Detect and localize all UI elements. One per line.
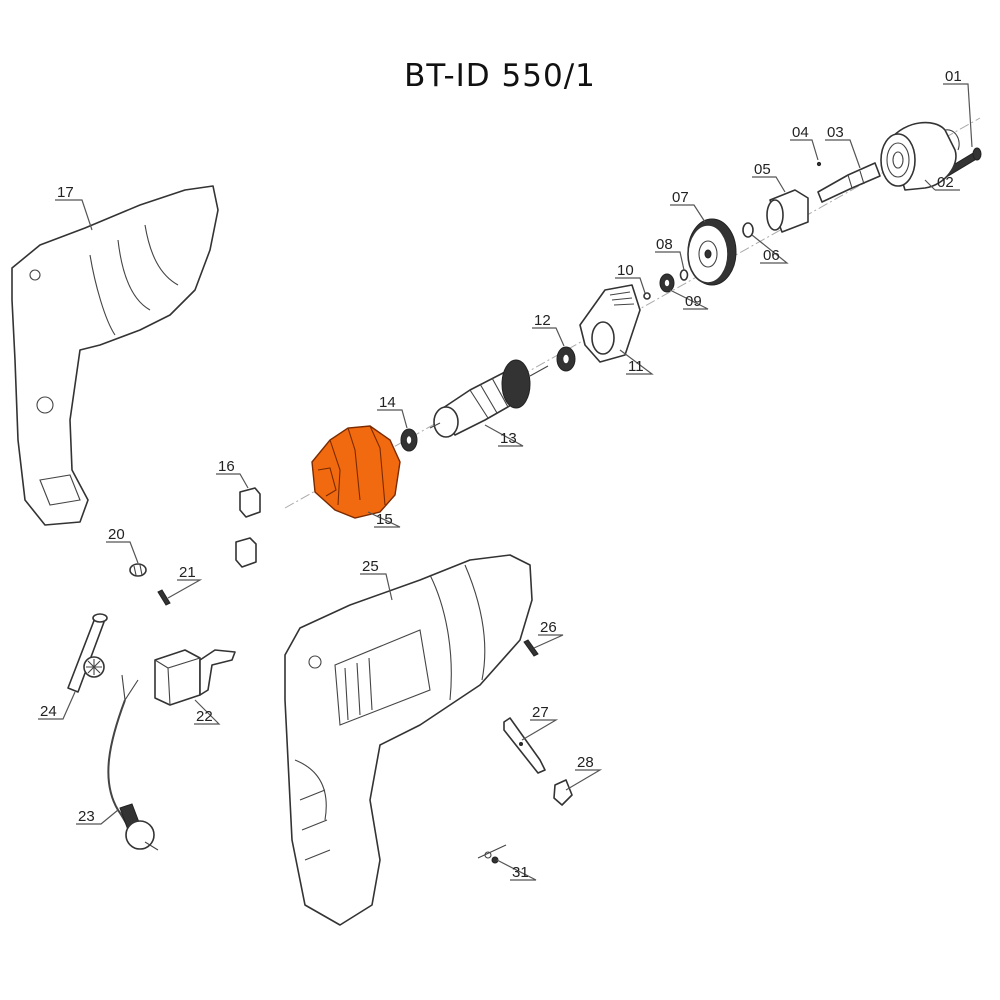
label-12: 12 bbox=[534, 312, 551, 329]
label-20: 20 bbox=[108, 526, 125, 543]
label-27: 27 bbox=[532, 704, 549, 721]
label-14: 14 bbox=[379, 394, 396, 411]
part-21-screw[interactable] bbox=[157, 589, 171, 606]
part-07-gear[interactable] bbox=[687, 218, 737, 286]
part-24-cord-protector[interactable] bbox=[67, 613, 108, 693]
label-22: 22 bbox=[196, 708, 213, 725]
part-04-ball[interactable] bbox=[816, 161, 822, 167]
label-07: 07 bbox=[672, 189, 689, 206]
part-25-housing-right[interactable] bbox=[284, 554, 533, 926]
part-13-armature[interactable] bbox=[429, 359, 549, 438]
label-01: 01 bbox=[945, 68, 962, 85]
part-12-bearing[interactable] bbox=[556, 346, 576, 372]
label-24: 24 bbox=[40, 703, 57, 720]
part-15-stator-highlighted[interactable] bbox=[311, 425, 401, 519]
label-10: 10 bbox=[617, 262, 634, 279]
part-06-washer[interactable] bbox=[742, 222, 754, 238]
part-08-ring[interactable] bbox=[679, 269, 689, 281]
part-14-bearing[interactable] bbox=[400, 428, 418, 452]
label-02: 02 bbox=[937, 174, 954, 191]
label-06: 06 bbox=[763, 247, 780, 264]
label-09: 09 bbox=[685, 293, 702, 310]
part-17-housing-left[interactable] bbox=[11, 185, 219, 526]
label-13: 13 bbox=[500, 430, 517, 447]
leader-lines bbox=[38, 83, 973, 881]
part-22-switch[interactable] bbox=[154, 649, 236, 706]
label-21: 21 bbox=[179, 564, 196, 581]
part-20-nut[interactable] bbox=[129, 563, 147, 577]
part-labels: 01 02 03 04 05 06 07 08 09 10 11 12 13 1… bbox=[40, 68, 962, 881]
label-11: 11 bbox=[628, 358, 644, 375]
part-31-spring[interactable] bbox=[477, 844, 507, 864]
diagram-title: BT-ID 550/1 bbox=[404, 58, 596, 94]
label-04: 04 bbox=[792, 124, 809, 141]
part-11-gear-housing[interactable] bbox=[579, 284, 641, 363]
part-26-screw[interactable] bbox=[523, 639, 539, 657]
label-25: 25 bbox=[362, 558, 379, 575]
label-17: 17 bbox=[57, 184, 74, 201]
part-27-lever[interactable] bbox=[503, 717, 546, 774]
part-05-sleeve[interactable] bbox=[766, 189, 809, 233]
part-28-clip[interactable] bbox=[553, 779, 573, 806]
part-03-spindle[interactable] bbox=[817, 162, 881, 203]
label-16: 16 bbox=[218, 458, 235, 475]
part-09-bearing[interactable] bbox=[659, 273, 675, 293]
label-08: 08 bbox=[656, 236, 673, 253]
label-23: 23 bbox=[78, 808, 95, 825]
label-15: 15 bbox=[376, 511, 393, 528]
part-16-carbon-brush[interactable] bbox=[235, 487, 261, 568]
part-23-power-cord[interactable] bbox=[107, 674, 159, 851]
part-10-ball[interactable] bbox=[643, 292, 651, 300]
label-28: 28 bbox=[577, 754, 594, 771]
part-02-chuck[interactable] bbox=[880, 121, 960, 191]
label-05: 05 bbox=[754, 161, 771, 178]
label-26: 26 bbox=[540, 619, 557, 636]
label-03: 03 bbox=[827, 124, 844, 141]
label-31: 31 bbox=[512, 864, 529, 881]
